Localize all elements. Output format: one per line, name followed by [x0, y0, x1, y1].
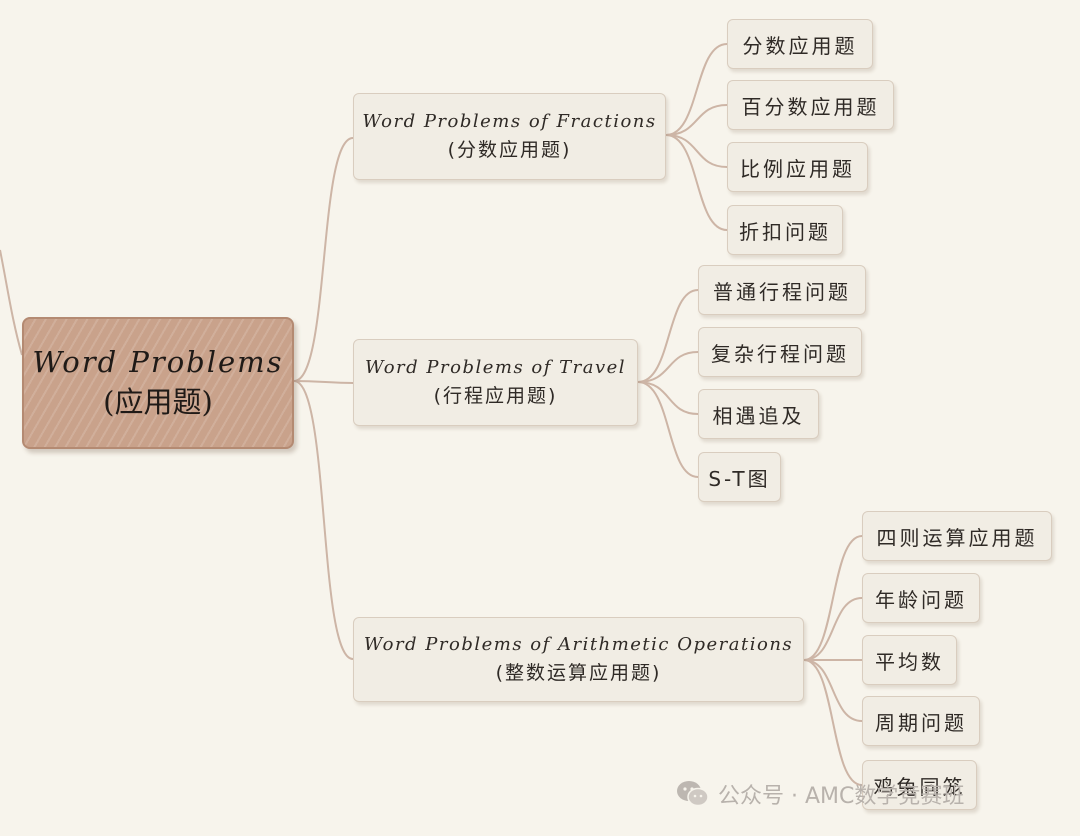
- connector-arithmetic-leaf-5: [803, 659, 863, 786]
- watermark-text: 公众号 · AMC数学竞赛班: [718, 784, 965, 809]
- leaf-label: 比例应用题: [740, 156, 855, 181]
- connector-travel-leaf-4: [637, 381, 699, 478]
- connector-root-branch-arithmetic: [293, 380, 354, 660]
- branch-fractions-title: Word Problems of Fractions: [362, 110, 657, 132]
- leaf-arithmetic-5: 鸡兔同笼: [862, 760, 977, 810]
- leaf-label: 分数应用题: [742, 33, 858, 58]
- root-node: Word Problems (应用题): [22, 317, 294, 449]
- leaf-label: 相遇追及: [712, 403, 805, 428]
- branch-arithmetic-title: Word Problems of Arithmetic Operations: [363, 633, 794, 655]
- leaf-arithmetic-4: 周期问题: [862, 696, 980, 746]
- watermark: 公众号 · AMC数学竞赛班: [676, 778, 964, 810]
- leaf-travel-2: 复杂行程问题: [698, 327, 862, 377]
- leaf-label: 普通行程问题: [713, 279, 851, 304]
- branch-travel: Word Problems of Travel (行程应用题): [353, 339, 638, 426]
- connector-travel-leaf-2: [637, 351, 699, 383]
- leaf-label: 周期问题: [875, 710, 967, 735]
- leaf-travel-1: 普通行程问题: [698, 265, 866, 315]
- leaf-arithmetic-1: 四则运算应用题: [862, 511, 1052, 561]
- connector-root-branch-fractions: [293, 137, 354, 382]
- branch-arithmetic: Word Problems of Arithmetic Operations (…: [353, 617, 804, 702]
- wechat-icon: [676, 779, 710, 809]
- leaf-label: 平均数: [875, 649, 944, 674]
- leaf-label: 四则运算应用题: [876, 525, 1038, 550]
- leaf-label: S-T图: [708, 466, 771, 491]
- leaf-label: 年龄问题: [875, 587, 967, 612]
- connector-fractions-leaf-4: [665, 134, 728, 231]
- leaf-label: 折扣问题: [739, 219, 831, 244]
- leaf-arithmetic-2: 年龄问题: [862, 573, 980, 623]
- connector-root-branch-travel: [293, 380, 354, 384]
- branch-travel-subtitle: (行程应用题): [433, 384, 558, 407]
- connector-travel-leaf-1: [637, 289, 699, 383]
- leaf-fractions-1: 分数应用题: [727, 19, 873, 69]
- connector-fractions-leaf-3: [665, 134, 728, 168]
- connector-fractions-leaf-1: [665, 43, 728, 136]
- leaf-label: 百分数应用题: [741, 94, 880, 119]
- root-subtitle: (应用题): [103, 384, 213, 419]
- leaf-label: 鸡兔同笼: [873, 774, 966, 799]
- branch-arithmetic-subtitle: (整数运算应用题): [495, 661, 662, 684]
- root-title: Word Problems: [32, 344, 284, 379]
- connector-travel-leaf-3: [637, 381, 699, 415]
- leaf-fractions-2: 百分数应用题: [727, 80, 894, 130]
- connector-arithmetic-leaf-4: [803, 659, 863, 722]
- branch-fractions: Word Problems of Fractions (分数应用题): [353, 93, 666, 180]
- leaf-fractions-3: 比例应用题: [727, 142, 868, 192]
- leaf-fractions-4: 折扣问题: [727, 205, 843, 255]
- connector-arithmetic-leaf-1: [803, 535, 863, 661]
- leaf-arithmetic-3: 平均数: [862, 635, 957, 685]
- connector-fractions-leaf-2: [665, 104, 728, 136]
- connector-left-edge: [0, 249, 23, 356]
- leaf-travel-4: S-T图: [698, 452, 781, 502]
- branch-travel-title: Word Problems of Travel: [364, 356, 627, 378]
- branch-fractions-subtitle: (分数应用题): [447, 138, 572, 161]
- connector-arithmetic-leaf-2: [803, 597, 863, 661]
- leaf-label: 复杂行程问题: [711, 341, 849, 366]
- leaf-travel-3: 相遇追及: [698, 389, 819, 439]
